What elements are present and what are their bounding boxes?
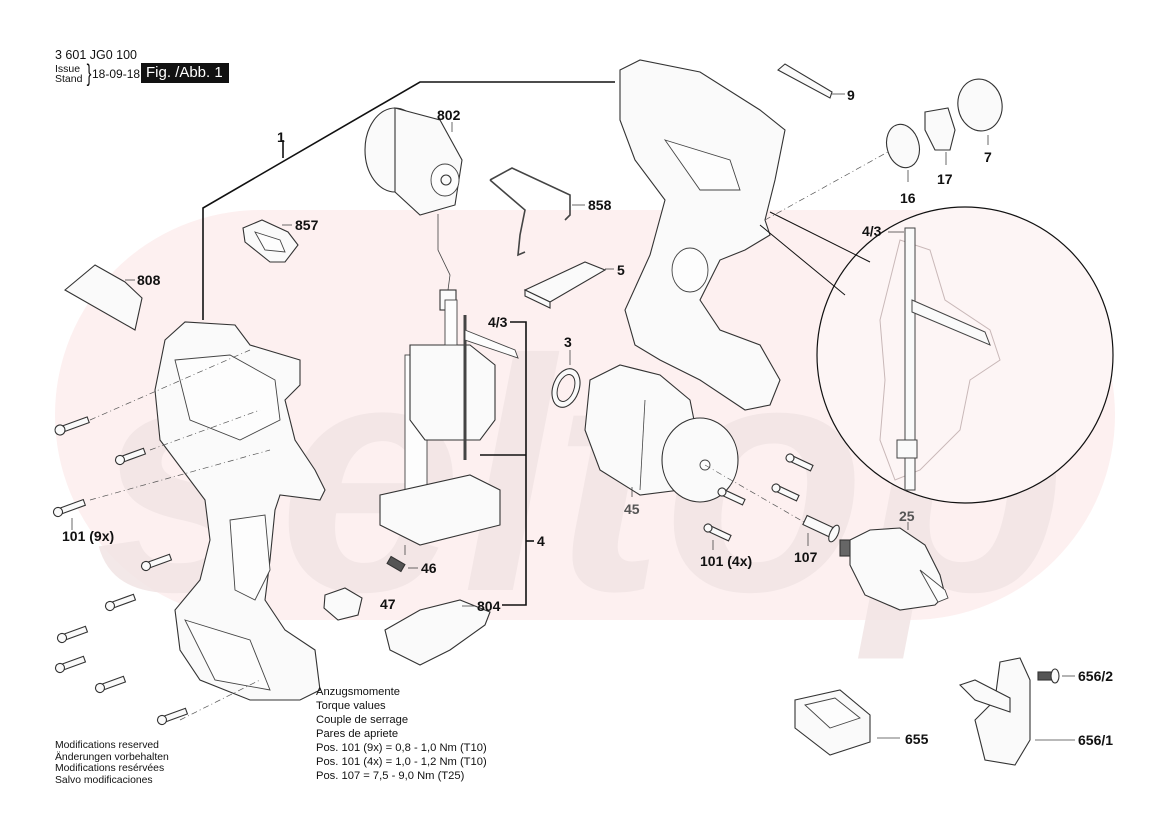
selector-17-part[interactable] xyxy=(924,107,956,151)
callout-47: 47 xyxy=(380,596,396,612)
electronics-module-4-part[interactable] xyxy=(379,299,519,555)
callout-808: 808 xyxy=(137,272,161,288)
screws-101-4x[interactable] xyxy=(703,453,814,542)
callout-802: 802 xyxy=(437,107,461,123)
holder-655-part[interactable] xyxy=(794,689,871,756)
spring-46-part[interactable] xyxy=(386,555,406,573)
chuck-25-part[interactable] xyxy=(839,527,949,611)
callout-17: 17 xyxy=(937,171,953,187)
callout-4-3: 4/3 xyxy=(488,314,508,330)
assembly-line xyxy=(179,679,261,721)
bracket-4 xyxy=(502,321,527,606)
callout-25: 25 xyxy=(899,508,915,524)
callout-857: 857 xyxy=(295,217,319,233)
callout-7: 7 xyxy=(984,149,992,165)
callout-804: 804 xyxy=(477,598,501,614)
modifications-line: Modifications resérvées xyxy=(55,763,165,775)
torque-values-block: Anzugsmomente Torque values Couple de se… xyxy=(316,685,487,783)
strip-9-part[interactable] xyxy=(777,63,833,99)
switch-857-part[interactable] xyxy=(242,219,299,263)
belt-clip-656-1-part[interactable] xyxy=(958,657,1031,766)
callout-46: 46 xyxy=(421,560,437,576)
callout-4: 4 xyxy=(537,533,545,549)
torque-line: Pos. 107 = 7,5 - 9,0 Nm (T25) xyxy=(316,770,465,782)
callout-16: 16 xyxy=(900,190,916,206)
board-804-part[interactable] xyxy=(384,599,491,666)
gearbox-45-part[interactable] xyxy=(584,364,739,503)
cap-7-part[interactable] xyxy=(954,76,1006,135)
issue-stand-label: Issue Stand xyxy=(55,63,83,85)
callout-107: 107 xyxy=(794,549,818,565)
housing-left-part[interactable] xyxy=(154,321,326,701)
callout-5: 5 xyxy=(617,262,625,278)
assembly-line xyxy=(764,147,896,221)
torque-line: Pares de apriete xyxy=(316,728,399,740)
callout-656-1: 656/1 xyxy=(1078,732,1113,748)
screw-107-part[interactable] xyxy=(801,512,841,544)
callout-9: 9 xyxy=(847,87,855,103)
screws-101-9x[interactable] xyxy=(52,415,189,726)
screw-656-2-part[interactable] xyxy=(1037,668,1060,684)
cover-16-part[interactable] xyxy=(882,121,924,172)
callout-101-9x: 101 (9x) xyxy=(62,528,114,544)
detail-view-circle xyxy=(759,206,1114,504)
slide-5-part[interactable] xyxy=(523,261,607,309)
label-plate-808-part[interactable] xyxy=(64,264,143,331)
callout-655: 655 xyxy=(905,731,929,747)
assembly-line xyxy=(89,349,251,421)
modifications-line: Änderungen vorbehalten xyxy=(55,751,169,763)
callout-101-4x: 101 (4x) xyxy=(700,553,752,569)
motor-802-part[interactable] xyxy=(364,107,463,311)
stand-label: Stand xyxy=(55,73,83,85)
torque-line: Pos. 101 (4x) = 1,0 - 1,2 Nm (T10) xyxy=(316,756,487,768)
torque-line: Couple de serrage xyxy=(316,714,409,726)
leader-1 xyxy=(202,81,615,320)
document-number: 3 601 JG0 100 xyxy=(55,48,138,62)
modifications-line: Modifications reserved xyxy=(55,740,159,751)
modifications-note: Modifications reserved Änderungen vorbeh… xyxy=(55,740,169,786)
issue-date: 18-09-18 xyxy=(92,67,141,81)
torque-line: Torque values xyxy=(316,700,386,712)
housing-right-part[interactable] xyxy=(619,59,786,411)
assembly-line xyxy=(89,449,271,501)
callout-3: 3 xyxy=(564,334,572,350)
issue-label: Issue xyxy=(55,63,81,75)
brace-glyph: } xyxy=(86,60,92,87)
torque-line: Anzugsmomente xyxy=(316,686,400,698)
torque-line: Pos. 101 (9x) = 0,8 - 1,0 Nm (T10) xyxy=(316,742,487,754)
wire-clip-858-part[interactable] xyxy=(489,167,571,257)
callout-656-2: 656/2 xyxy=(1078,668,1113,684)
knob-47-part[interactable] xyxy=(323,587,363,621)
figure-label: Fig. /Abb. 1 xyxy=(141,63,229,83)
callout-4-3-detail: 4/3 xyxy=(862,223,882,239)
callout-1: 1 xyxy=(277,129,285,145)
callout-45: 45 xyxy=(624,501,640,517)
modifications-line: Salvo modificaciones xyxy=(55,774,153,786)
callout-858: 858 xyxy=(588,197,612,213)
